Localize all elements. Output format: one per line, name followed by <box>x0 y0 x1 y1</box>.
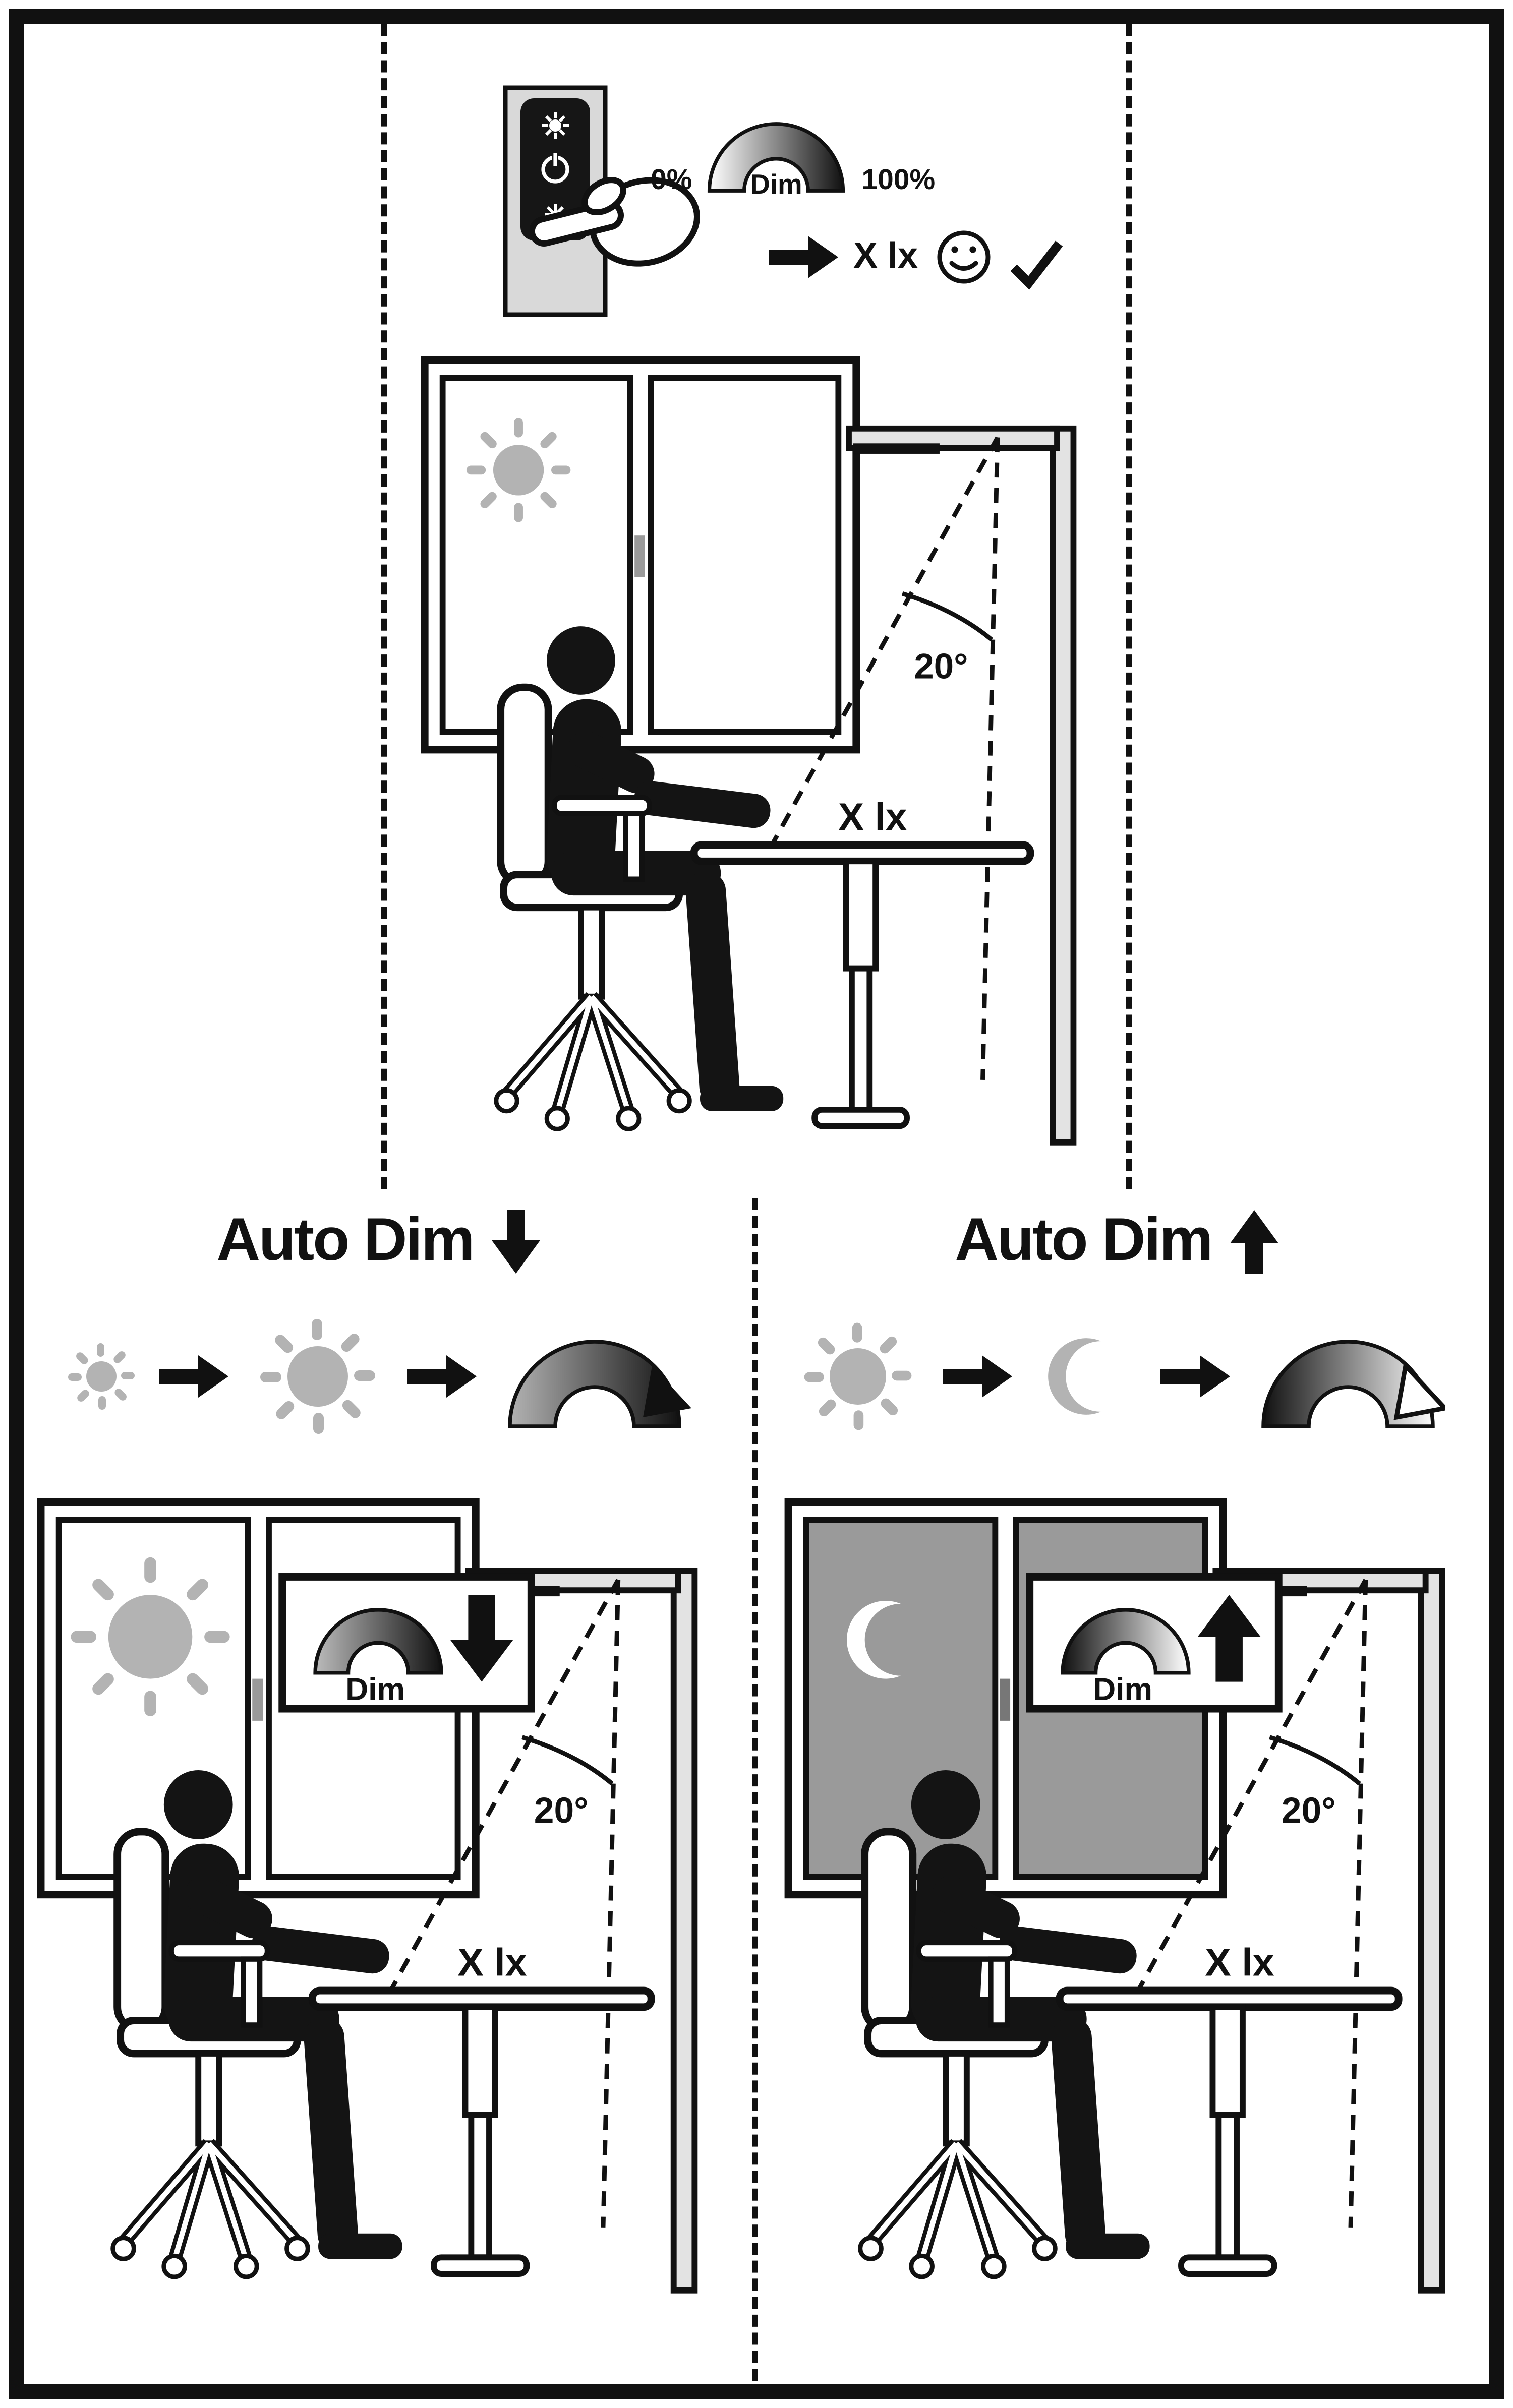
scene-workstation-night: Dim 20° X lx <box>784 1498 1445 2294</box>
chair-armrest <box>168 1940 270 2028</box>
arrow-up-icon <box>1230 1209 1278 1273</box>
moon-icon <box>846 1601 901 1679</box>
floor-lamp <box>846 425 1077 1146</box>
result-row: X lx <box>769 224 1063 290</box>
arrow-right-icon <box>769 236 838 278</box>
angle-label: 20° <box>1282 1790 1336 1831</box>
gauge-dim-label: Dim <box>751 168 803 200</box>
scene-workstation-top: 20° X lx <box>421 356 1077 1146</box>
dim-indicator-up: Dim <box>1026 1573 1283 1713</box>
arrow-up-icon <box>1197 1595 1261 1682</box>
scene-workstation-day: Dim 20° X lx <box>37 1498 698 2294</box>
hand-press-icon <box>530 177 701 267</box>
angle-arc <box>901 591 994 642</box>
office-chair <box>858 1828 1058 2279</box>
floor-lamp <box>465 1568 698 2294</box>
lux-label: X lx <box>838 796 907 838</box>
lux-label: X lx <box>1205 1941 1274 1984</box>
dim-label: Dim <box>1093 1671 1152 1707</box>
arrow-down-icon <box>450 1595 513 1682</box>
arrow-down-icon <box>491 1209 540 1273</box>
dim-range-row: 0% Dim 100% <box>651 115 935 200</box>
seated-person <box>163 1770 402 2259</box>
target-lux-label: X lx <box>853 236 918 277</box>
seated-person <box>546 626 784 1111</box>
dim-arc-icon <box>508 1340 691 1428</box>
chair-armrest <box>916 1940 1018 2028</box>
chair-armrest <box>551 795 652 882</box>
checkmark-icon <box>1010 240 1063 290</box>
angle-arc <box>1269 1735 1361 1786</box>
arrow-right-icon <box>1160 1355 1230 1398</box>
sun-icon <box>466 418 571 522</box>
auto-icon <box>542 112 569 139</box>
top-panel-right-divider <box>1126 24 1132 1189</box>
auto-dim-up-title: Auto Dim <box>769 1207 1465 1275</box>
top-panel-left-divider <box>381 24 387 1189</box>
desk <box>690 841 1034 1129</box>
moon-icon <box>1048 1338 1101 1415</box>
sun-bright-icon <box>71 1557 230 1716</box>
desk <box>1056 1986 1403 2277</box>
sensor-cone <box>1131 1579 1368 2228</box>
bottom-center-divider <box>752 1198 758 2381</box>
gauge-min-label: 0% <box>651 165 692 197</box>
auto-dim-up-sequence <box>764 1304 1475 1449</box>
title-text: Auto Dim <box>216 1207 475 1274</box>
angle-label: 20° <box>534 1790 589 1831</box>
title-text: Auto Dim <box>955 1207 1213 1274</box>
dim-label: Dim <box>345 1671 405 1707</box>
sensor-cone <box>765 436 1000 1080</box>
auto-dim-down-sequence <box>23 1304 734 1449</box>
desk <box>308 1986 655 2277</box>
dim-arc-icon <box>1261 1340 1445 1428</box>
power-icon <box>541 153 569 184</box>
angle-label: 20° <box>914 646 968 686</box>
angle-arc <box>521 1735 614 1786</box>
lux-label: X lx <box>457 1941 527 1984</box>
sun-icon <box>68 1343 135 1410</box>
arrow-right-icon <box>407 1355 477 1398</box>
floor-lamp <box>1212 1568 1445 2294</box>
arrow-right-icon <box>943 1355 1012 1398</box>
dim-gauge-icon: Dim <box>708 122 846 200</box>
window <box>421 356 860 754</box>
smiley-icon <box>937 230 990 284</box>
sun-bright-icon <box>260 1319 375 1434</box>
sensor-cone <box>383 1579 621 2228</box>
sun-icon <box>804 1322 912 1430</box>
arrow-right-icon <box>159 1355 228 1398</box>
control-button-panel <box>520 98 590 240</box>
auto-dim-down-title: Auto Dim <box>30 1207 726 1275</box>
dim-indicator-down: Dim <box>278 1573 535 1713</box>
gauge-max-label: 100% <box>861 165 936 197</box>
